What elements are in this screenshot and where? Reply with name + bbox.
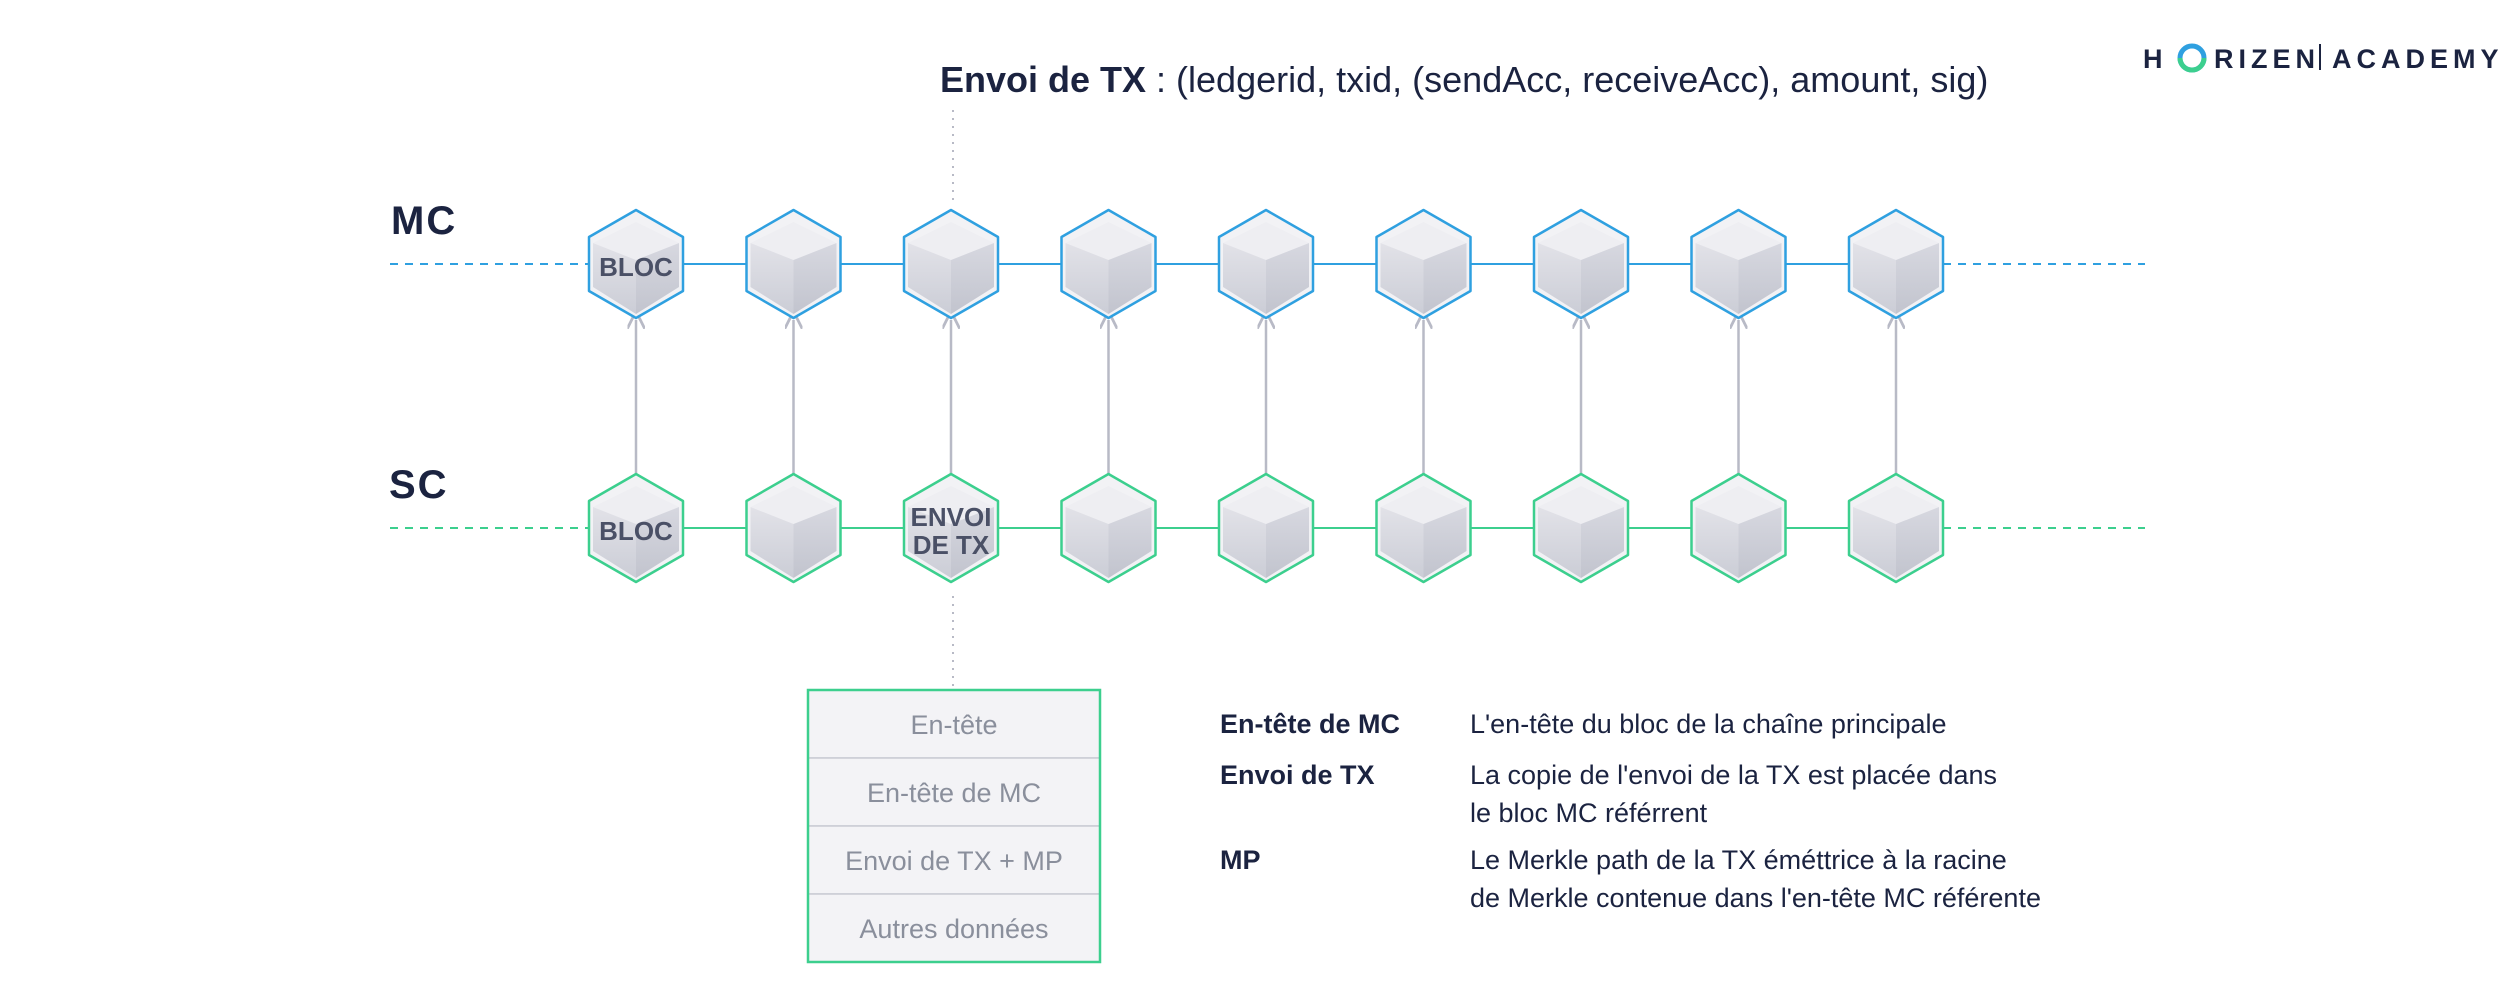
legend-description: L'en-tête du bloc de la chaîne principal… [1470, 709, 1946, 739]
legend-description: Le Merkle path de la TX éméttrice à la r… [1470, 845, 2007, 875]
legend-term: Envoi de TX [1220, 760, 1375, 790]
logo-brand-rest: RIZEN [2214, 44, 2320, 74]
logo-o-icon [2177, 43, 2207, 73]
block-table-row: Envoi de TX + MP [807, 825, 1101, 895]
block-table-cell: Autres données [859, 914, 1048, 944]
block-table-row: En-tête [807, 689, 1101, 759]
block-table-cell: En-tête [910, 710, 997, 740]
sc-block [745, 472, 842, 584]
legend-entry: En-tête de MC L'en-tête du bloc de la cha… [1220, 709, 1946, 739]
block-table-row: Autres données [807, 893, 1101, 963]
legend: En-tête de MC L'en-tête du bloc de la cha… [1220, 709, 2041, 913]
logo-academy-text: ACADEMY [2332, 44, 2501, 74]
mc-block [745, 208, 842, 320]
block-table-row: En-tête de MC [807, 757, 1101, 827]
mc-block [902, 208, 1000, 320]
sc-block-label: BLOC [599, 516, 673, 546]
sc-chain-label: SC [389, 463, 449, 507]
block-table-cell: Envoi de TX + MP [845, 846, 1063, 876]
legend-entry: Envoi de TX La copie de l'envoi de la TX … [1220, 760, 1997, 828]
legend-term: En-tête de MC [1220, 709, 1400, 739]
title-rest: : (ledgerid, txid, (sendAcc, receiveAcc)… [1146, 59, 1988, 100]
logo-brand-text: H [2143, 44, 2168, 74]
sc-block [1532, 472, 1630, 584]
sc-block: BLOC [587, 472, 685, 584]
sc-block [1375, 472, 1472, 584]
legend-description: le bloc MC référrent [1470, 798, 1708, 828]
mc-block [1060, 208, 1157, 320]
block-table-cell: En-tête de MC [867, 778, 1041, 808]
mc-block [1847, 208, 1945, 320]
mc-block: BLOC [587, 208, 685, 320]
legend-entry: MP Le Merkle path de la TX éméttrice à la… [1220, 845, 2041, 913]
diagram-title: Envoi de TX : (ledgerid, txid, (sendAcc,… [940, 59, 1988, 100]
mc-block [1217, 208, 1315, 320]
mc-block [1375, 208, 1472, 320]
legend-description: de Merkle contenue dans l'en-tête MC réf… [1470, 883, 2041, 913]
sc-block [1690, 472, 1787, 584]
legend-description: La copie de l'envoi de la TX est placée … [1470, 760, 1997, 790]
block-table-border [806, 688, 1102, 964]
mc-block [1690, 208, 1787, 320]
sc-block [1217, 472, 1315, 584]
mc-chain-label: MC [391, 199, 457, 243]
mc-block [1532, 208, 1630, 320]
sc-block [1847, 472, 1945, 584]
title-bold: Envoi de TX [940, 59, 1146, 100]
legend-term: MP [1220, 845, 1261, 875]
mc-sc-arrows [636, 320, 1896, 474]
sc-block [1060, 472, 1157, 584]
horizen-academy-logo: H RIZEN ACADEMY [2143, 43, 2501, 74]
mc-blocks: BLOC [587, 208, 1945, 320]
mc-block-label: BLOC [599, 252, 673, 282]
